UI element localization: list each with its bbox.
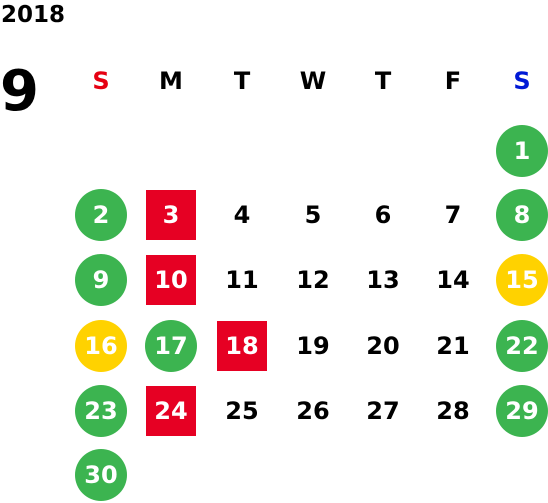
calendar-day: 2 (75, 189, 127, 241)
calendar-day: 3 (146, 190, 196, 240)
calendar-day: 28 (436, 397, 470, 425)
calendar-day: 20 (366, 332, 400, 360)
calendar-day: 4 (233, 201, 251, 229)
calendar-day: 10 (146, 255, 196, 305)
calendar-day: 16 (75, 320, 127, 372)
calendar-day: 14 (436, 266, 470, 294)
calendar-day: 27 (366, 397, 400, 425)
weekday-label: W (299, 67, 327, 95)
calendar-day: 17 (145, 320, 197, 372)
calendar-day: 22 (496, 320, 548, 372)
calendar-day: 6 (374, 201, 392, 229)
calendar-day: 26 (296, 397, 330, 425)
calendar-year: 2018 (1, 2, 66, 28)
calendar-day: 25 (225, 397, 259, 425)
calendar-month: 9 (0, 59, 39, 124)
calendar-day: 29 (496, 385, 548, 437)
weekday-label: T (374, 67, 392, 95)
calendar-day: 5 (304, 201, 322, 229)
calendar-day: 11 (225, 266, 259, 294)
calendar-day: 18 (217, 321, 267, 371)
calendar-day: 7 (444, 201, 462, 229)
calendar-day: 1 (496, 125, 548, 177)
calendar-day: 8 (496, 189, 548, 241)
calendar-day: 9 (75, 254, 127, 306)
calendar-day: 19 (296, 332, 330, 360)
calendar-day: 13 (366, 266, 400, 294)
weekday-label: T (233, 67, 251, 95)
calendar-day: 24 (146, 386, 196, 436)
calendar-day: 30 (75, 449, 127, 501)
calendar-day: 15 (496, 254, 548, 306)
calendar-day: 12 (296, 266, 330, 294)
calendar-day: 21 (436, 332, 470, 360)
weekday-label: S (513, 67, 531, 95)
weekday-label: M (159, 67, 183, 95)
calendar-day: 23 (75, 385, 127, 437)
weekday-label: F (444, 67, 462, 95)
weekday-label: S (92, 67, 110, 95)
